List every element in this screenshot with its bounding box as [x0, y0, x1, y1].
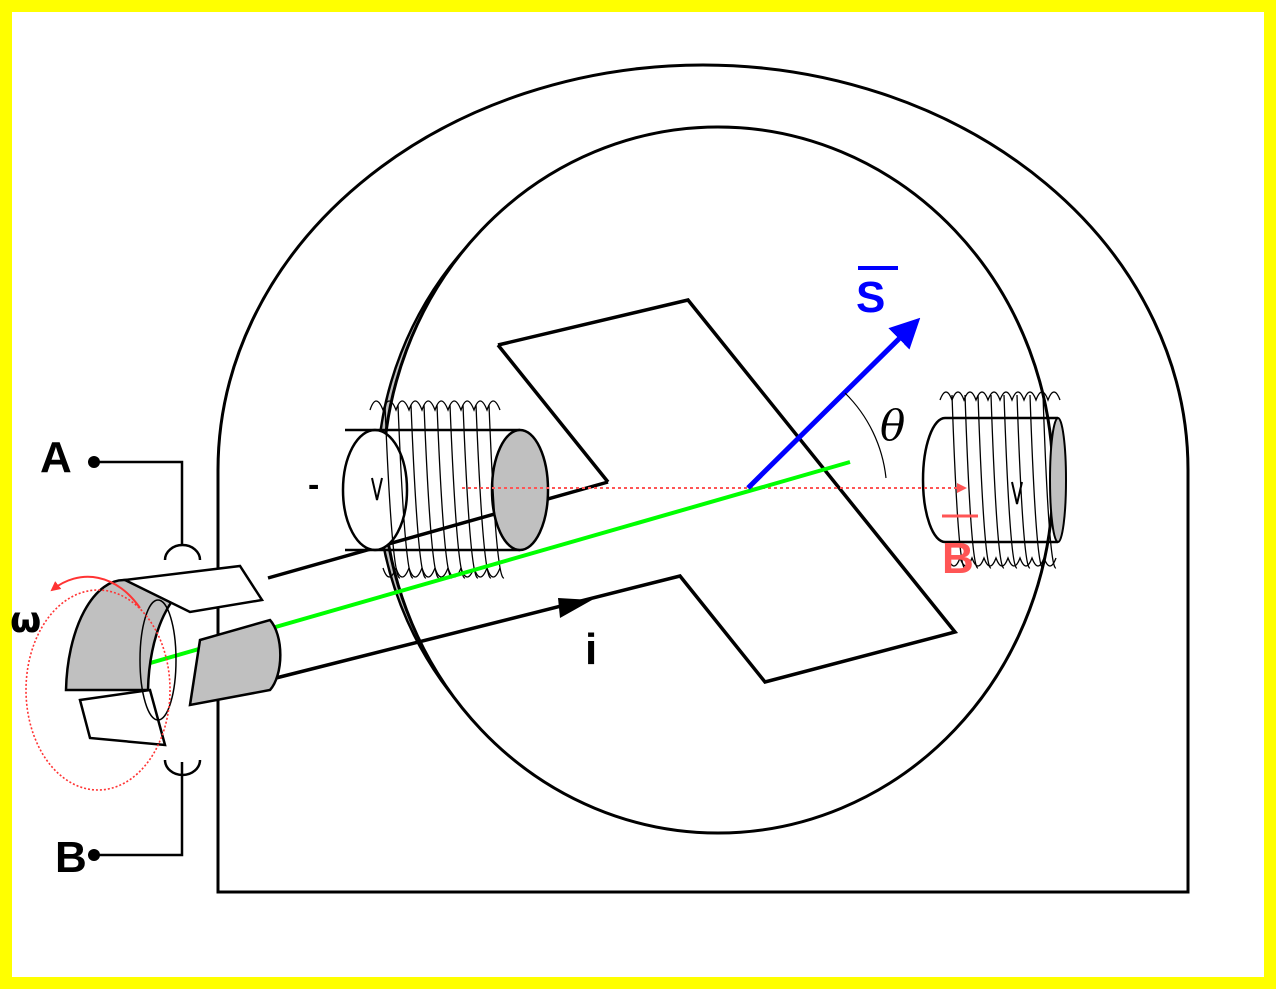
terminal-b-dot[interactable]: [88, 849, 100, 861]
area-vector-label: S: [856, 273, 885, 322]
left-pole-winding: [341, 400, 550, 579]
coil-loop: [267, 298, 959, 684]
terminal-b-label: B: [55, 833, 87, 882]
field-label: B: [942, 534, 974, 583]
commutator: [64, 564, 282, 747]
current-arrow: [558, 598, 592, 618]
brush-wires: [94, 460, 202, 857]
rotation-indicator: [25, 575, 171, 791]
minus-sign: -: [308, 466, 319, 504]
terminal-a-dot[interactable]: [88, 456, 100, 468]
theta-label: θ: [880, 401, 905, 450]
right-pole-winding: [921, 391, 1067, 569]
omega-label: ω: [10, 600, 41, 641]
theta-arc: [844, 392, 887, 479]
terminal-a-label: A: [40, 433, 72, 482]
current-label: i: [585, 625, 597, 674]
rotor-face: [381, 125, 1055, 835]
area-vector: [746, 317, 921, 490]
